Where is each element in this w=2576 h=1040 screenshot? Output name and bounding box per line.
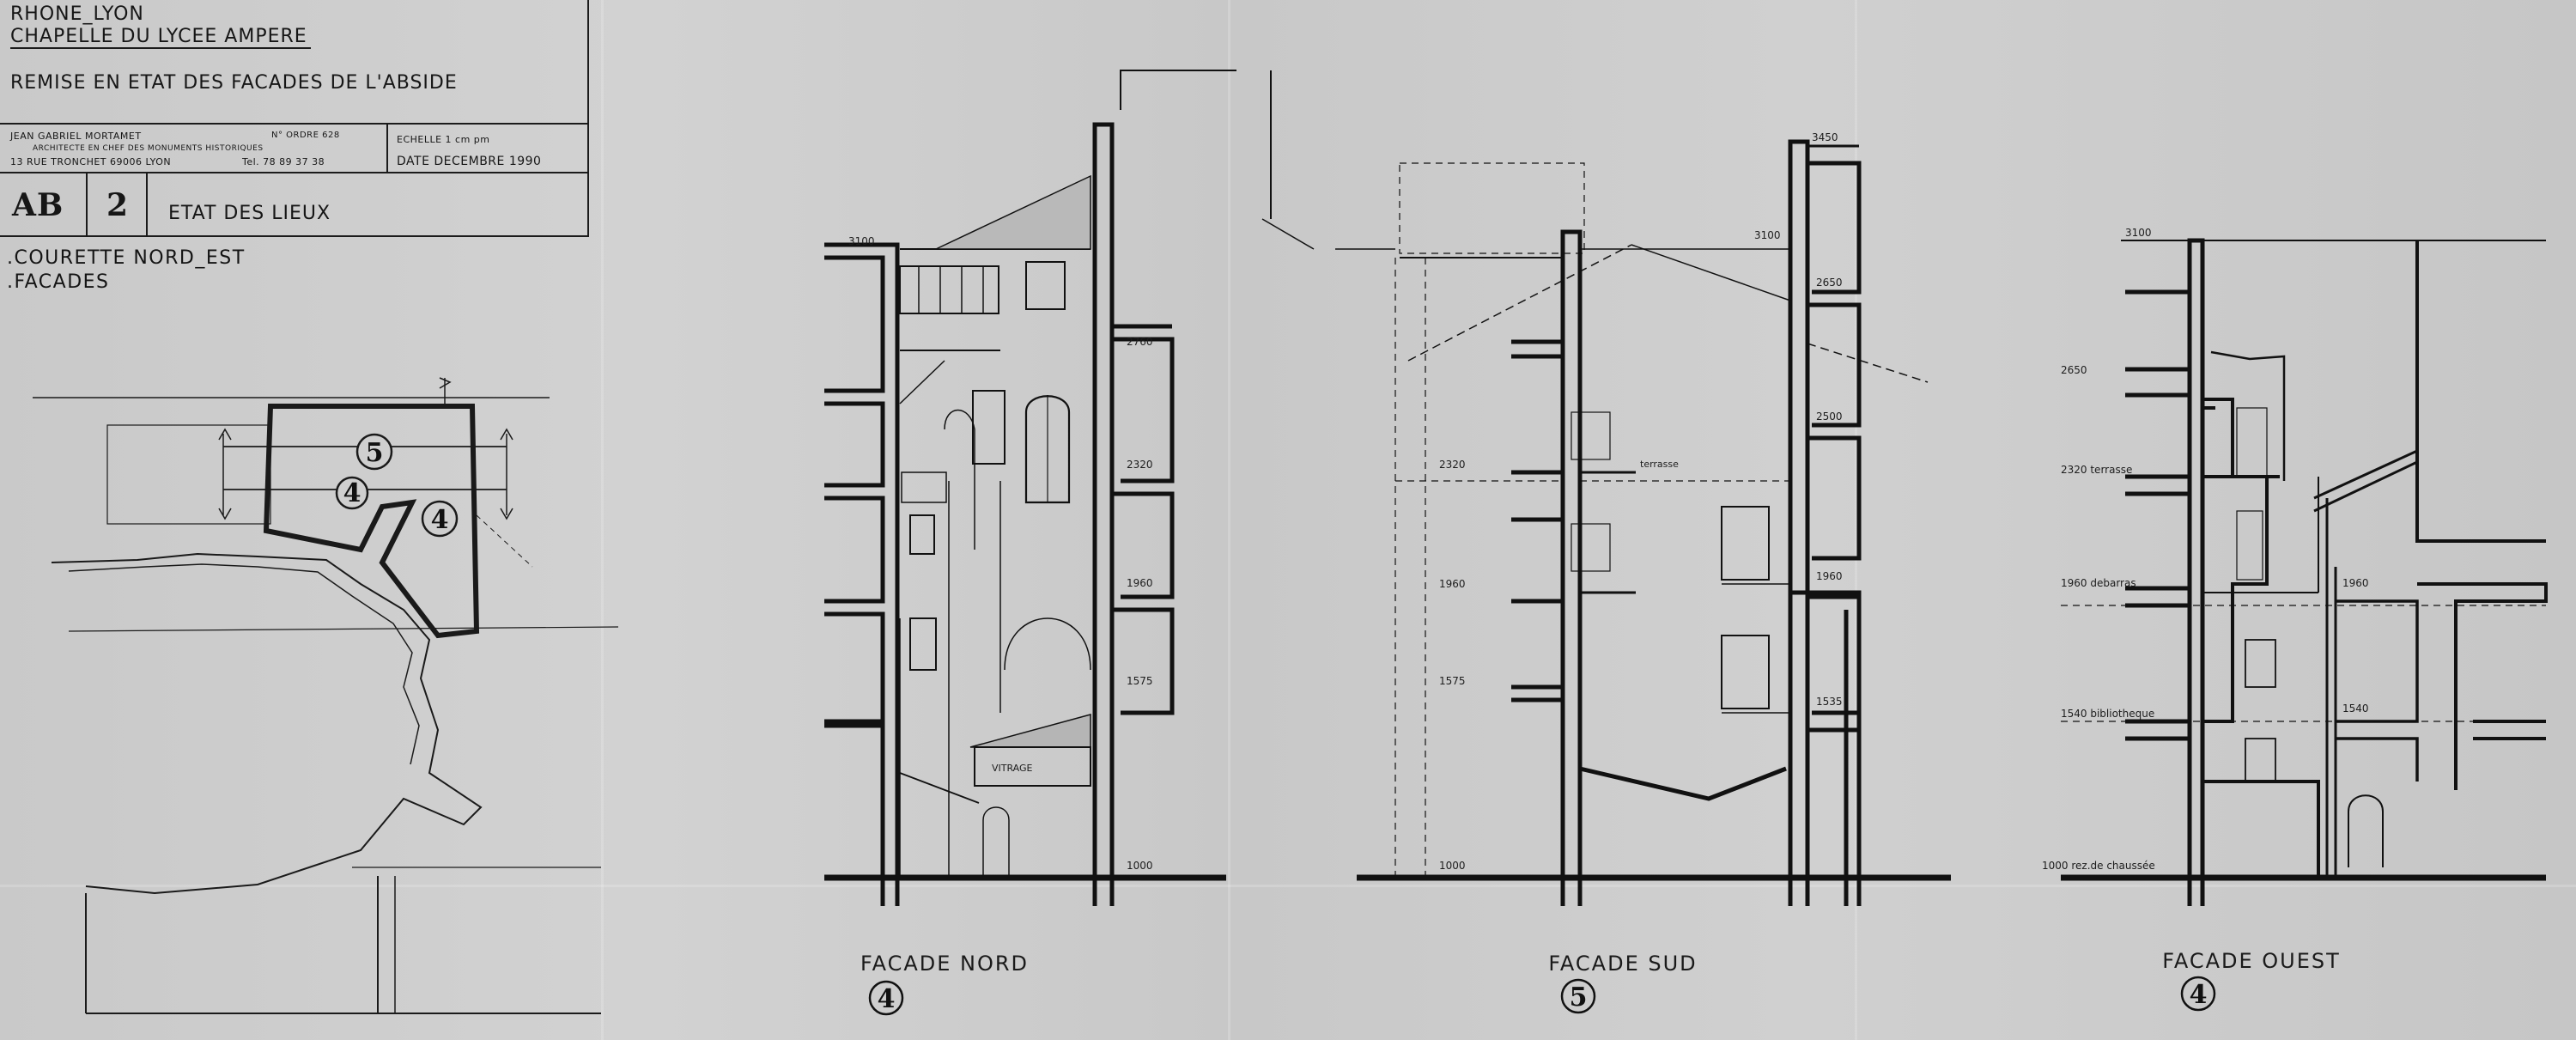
level-label: 1540 [2342, 702, 2369, 715]
project-title: REMISE EN ETAT DES FACADES DE L'ABSIDE [10, 72, 458, 94]
caption-number-ouest: 4 [2190, 980, 2208, 1010]
caption-number-circle [2180, 976, 2216, 1012]
caption-number-circle [1560, 978, 1596, 1014]
caption-facade-sud: FACADE SUD [1548, 952, 1697, 976]
architect-title: ARCHITECTE EN CHEF DES MONUMENTS HISTORI… [33, 144, 264, 153]
architect-name: JEAN GABRIEL MORTAMET [10, 131, 142, 142]
facade-ouest-elevation [2061, 238, 2548, 906]
scale: ECHELLE 1 cm pm [397, 134, 490, 145]
level-label: 3100 [848, 235, 875, 247]
level-label: 1960 [1816, 570, 1843, 582]
caption-facade-nord: FACADE NORD [860, 952, 1029, 976]
caption-facade-ouest: FACADE OUEST [2162, 949, 2341, 973]
caption-number-nord: 4 [878, 984, 896, 1014]
level-label: 1000 rez.de chaussée [2042, 860, 2155, 872]
plan-marker-ouest: 4 [431, 505, 449, 535]
date: DATE DECEMBRE 1990 [397, 155, 542, 168]
level-label: 2650 [1816, 277, 1843, 289]
level-label: 1960 [2342, 577, 2369, 589]
paper-fold [0, 885, 2576, 887]
facade-nord-elevation [824, 70, 1315, 906]
sheet-series: AB [12, 187, 64, 223]
level-label: 1960 [1439, 578, 1466, 590]
paper-fold [601, 0, 604, 1040]
paper-fold [1228, 0, 1230, 1040]
caption-number-sud: 5 [1570, 982, 1588, 1013]
order-number: N° ORDRE 628 [271, 131, 340, 140]
level-label: 3100 [2125, 227, 2152, 239]
level-label: 1540 bibliotheque [2061, 708, 2154, 720]
paper-fold [1855, 0, 1857, 1040]
level-label: 1960 [1127, 577, 1153, 589]
facade-sud-elevation [1335, 139, 1951, 906]
note-vitrage: VITRAGE [992, 763, 1033, 774]
region-title: RHONE_LYON [10, 3, 144, 25]
caption-number-circle [868, 980, 904, 1016]
level-label: 1000 [1439, 860, 1466, 872]
level-label: 1575 [1439, 675, 1466, 687]
site-plan [33, 377, 619, 1014]
level-label: 2760 [1127, 336, 1153, 348]
level-label: 3100 [1754, 229, 1781, 241]
level-label: 3450 [1812, 131, 1838, 143]
note-terrasse: terrasse [1640, 459, 1679, 470]
telephone: Tel. 78 89 37 38 [242, 156, 325, 167]
level-label: 2320 [1439, 459, 1466, 471]
architect-address: 13 RUE TRONCHET 69006 LYON [10, 156, 172, 167]
plan-marker-nord: 4 [343, 478, 361, 508]
sheet-title: ETAT DES LIEUX [168, 203, 331, 224]
level-label: 2320 terrasse [2061, 464, 2132, 476]
level-label: 1960 debarras [2061, 577, 2136, 589]
sheet-number: 2 [106, 187, 130, 223]
plan-marker-sud: 5 [366, 438, 384, 468]
level-label: 1575 [1127, 675, 1153, 687]
subtitle-facades: .FACADES [7, 271, 110, 293]
level-label: 2650 [2061, 364, 2087, 376]
building-title: CHAPELLE DU LYCEE AMPERE [10, 26, 311, 49]
level-label: 2500 [1816, 411, 1843, 423]
level-label: 2320 [1127, 459, 1153, 471]
level-label: 1535 [1816, 696, 1843, 708]
subtitle-location: .COURETTE NORD_EST [7, 247, 246, 269]
level-label: 1000 [1127, 860, 1153, 872]
title-block: RHONE_LYON CHAPELLE DU LYCEE AMPERE REMI… [0, 0, 589, 237]
